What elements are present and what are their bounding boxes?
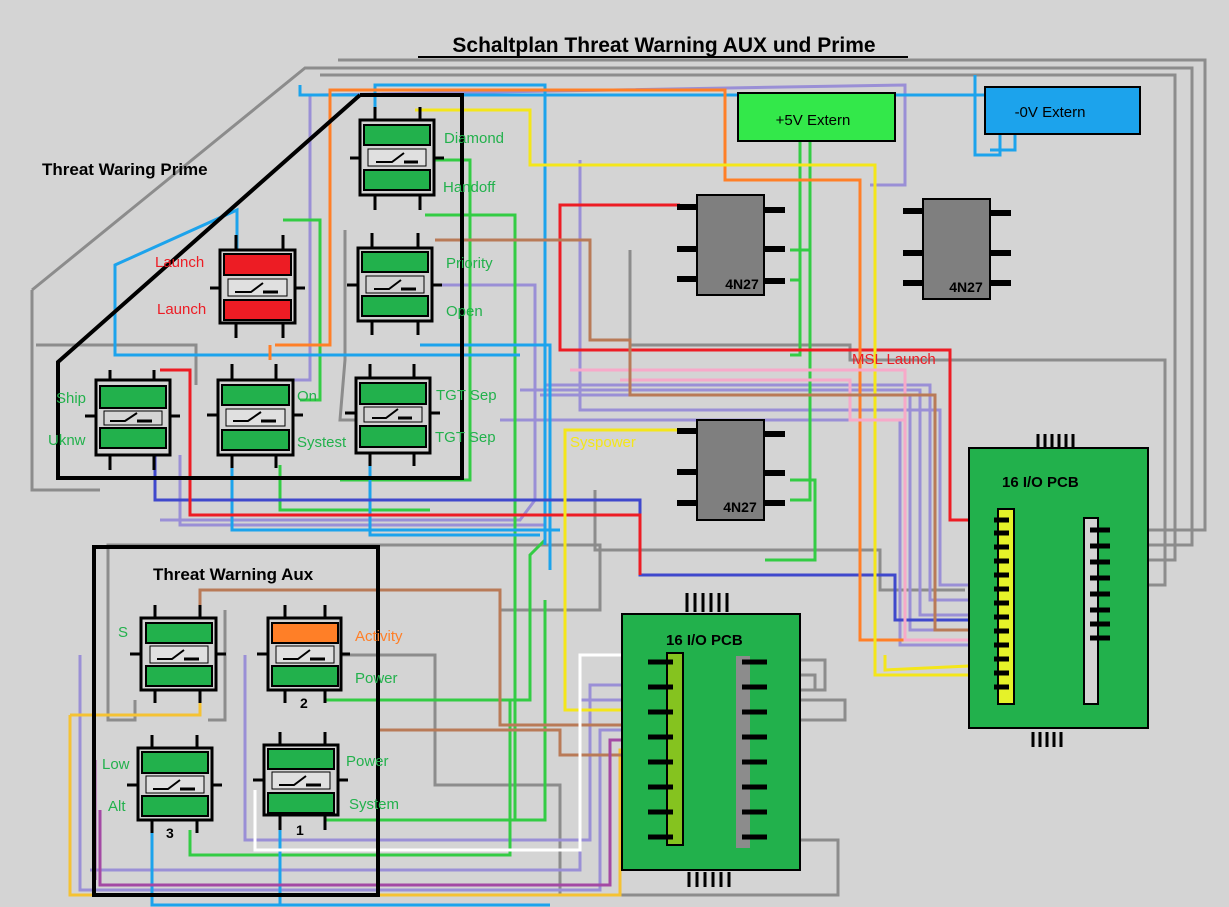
switch-ship-uknw <box>85 370 180 470</box>
diagram-title: Schaltplan Threat Warning AUX und Prime <box>452 34 875 57</box>
label-open: Open <box>446 303 483 320</box>
aux-frame <box>92 545 380 897</box>
pink-wires <box>570 368 995 642</box>
label-power-aux2: Power <box>355 670 398 687</box>
yellow-wires <box>415 108 995 712</box>
optocoupler-1: 4N27 <box>677 194 785 296</box>
brown-wires <box>198 238 995 757</box>
switch-3-low-alt <box>127 735 222 833</box>
red-wires <box>160 203 995 575</box>
io-pcb-aux-label: 16 I/O PCB <box>666 632 743 649</box>
label-on: On <box>297 388 317 405</box>
optocoupler-3: 4N27 <box>677 419 785 521</box>
switch-2-activity-power <box>257 605 350 703</box>
label-ship: Ship <box>56 390 86 407</box>
io-pcb-prime: 16 I/O PCB <box>968 434 1149 747</box>
label-msl-launch: MSL Launch <box>852 351 936 368</box>
blue-wires <box>113 75 1017 907</box>
prime-frame <box>56 93 464 480</box>
switch-number-2: 2 <box>300 695 308 711</box>
label-handoff: Handoff <box>443 179 496 196</box>
label-power-aux1: Power <box>346 753 389 770</box>
minus-0v-box <box>984 86 1141 135</box>
label-systest: Systest <box>297 434 347 451</box>
switch-tgt-sep <box>345 364 440 466</box>
switch-diamond-handoff <box>350 107 444 210</box>
orange-wires <box>268 88 995 642</box>
label-system: System <box>349 796 399 813</box>
label-launch-top: Launch <box>155 254 204 271</box>
io-pcb-prime-label: 16 I/O PCB <box>1002 474 1079 491</box>
switch-priority-open <box>347 233 442 335</box>
green-wires <box>188 140 817 857</box>
optocoupler-2: 4N27 <box>903 198 1011 300</box>
switch-on-systest <box>207 364 303 468</box>
io-pcb-aux: 16 I/O PCB <box>621 593 801 887</box>
label-low: Low <box>102 756 130 773</box>
switch-number-3: 3 <box>166 825 174 841</box>
optocoupler-2-label: 4N27 <box>949 279 983 295</box>
label-uknw: Uknw <box>48 432 86 449</box>
label-launch-bottom: Launch <box>157 301 206 318</box>
lavender-wires <box>78 83 995 892</box>
label-priority: Priority <box>446 255 493 272</box>
plus-5v-label: +5V Extern <box>776 112 851 129</box>
minus-0v-supply: -0V Extern <box>984 86 1141 135</box>
label-tgt-sep-bottom: TGT Sep <box>435 429 496 446</box>
minus-0v-label: -0V Extern <box>1015 104 1086 121</box>
white-wire <box>253 653 650 852</box>
label-diamond: Diamond <box>444 130 504 147</box>
switch-s <box>130 605 226 703</box>
label-activity: Activity <box>355 628 403 645</box>
prime-group-title: Threat Waring Prime <box>42 160 208 179</box>
plus-5v-box <box>737 92 896 142</box>
switch-number-1: 1 <box>296 822 304 838</box>
plus-5v-supply: +5V Extern <box>737 92 896 142</box>
switch-1-power-system <box>253 732 348 830</box>
label-alt: Alt <box>108 798 126 815</box>
switch-launch <box>210 235 305 338</box>
optocoupler-3-label: 4N27 <box>723 499 757 515</box>
optocoupler-1-label: 4N27 <box>725 276 759 292</box>
aux-group-title: Threat Warning Aux <box>153 565 314 584</box>
label-s: S <box>118 624 128 641</box>
label-syspower: Syspower <box>570 434 636 451</box>
label-tgt-sep-top: TGT Sep <box>436 387 497 404</box>
